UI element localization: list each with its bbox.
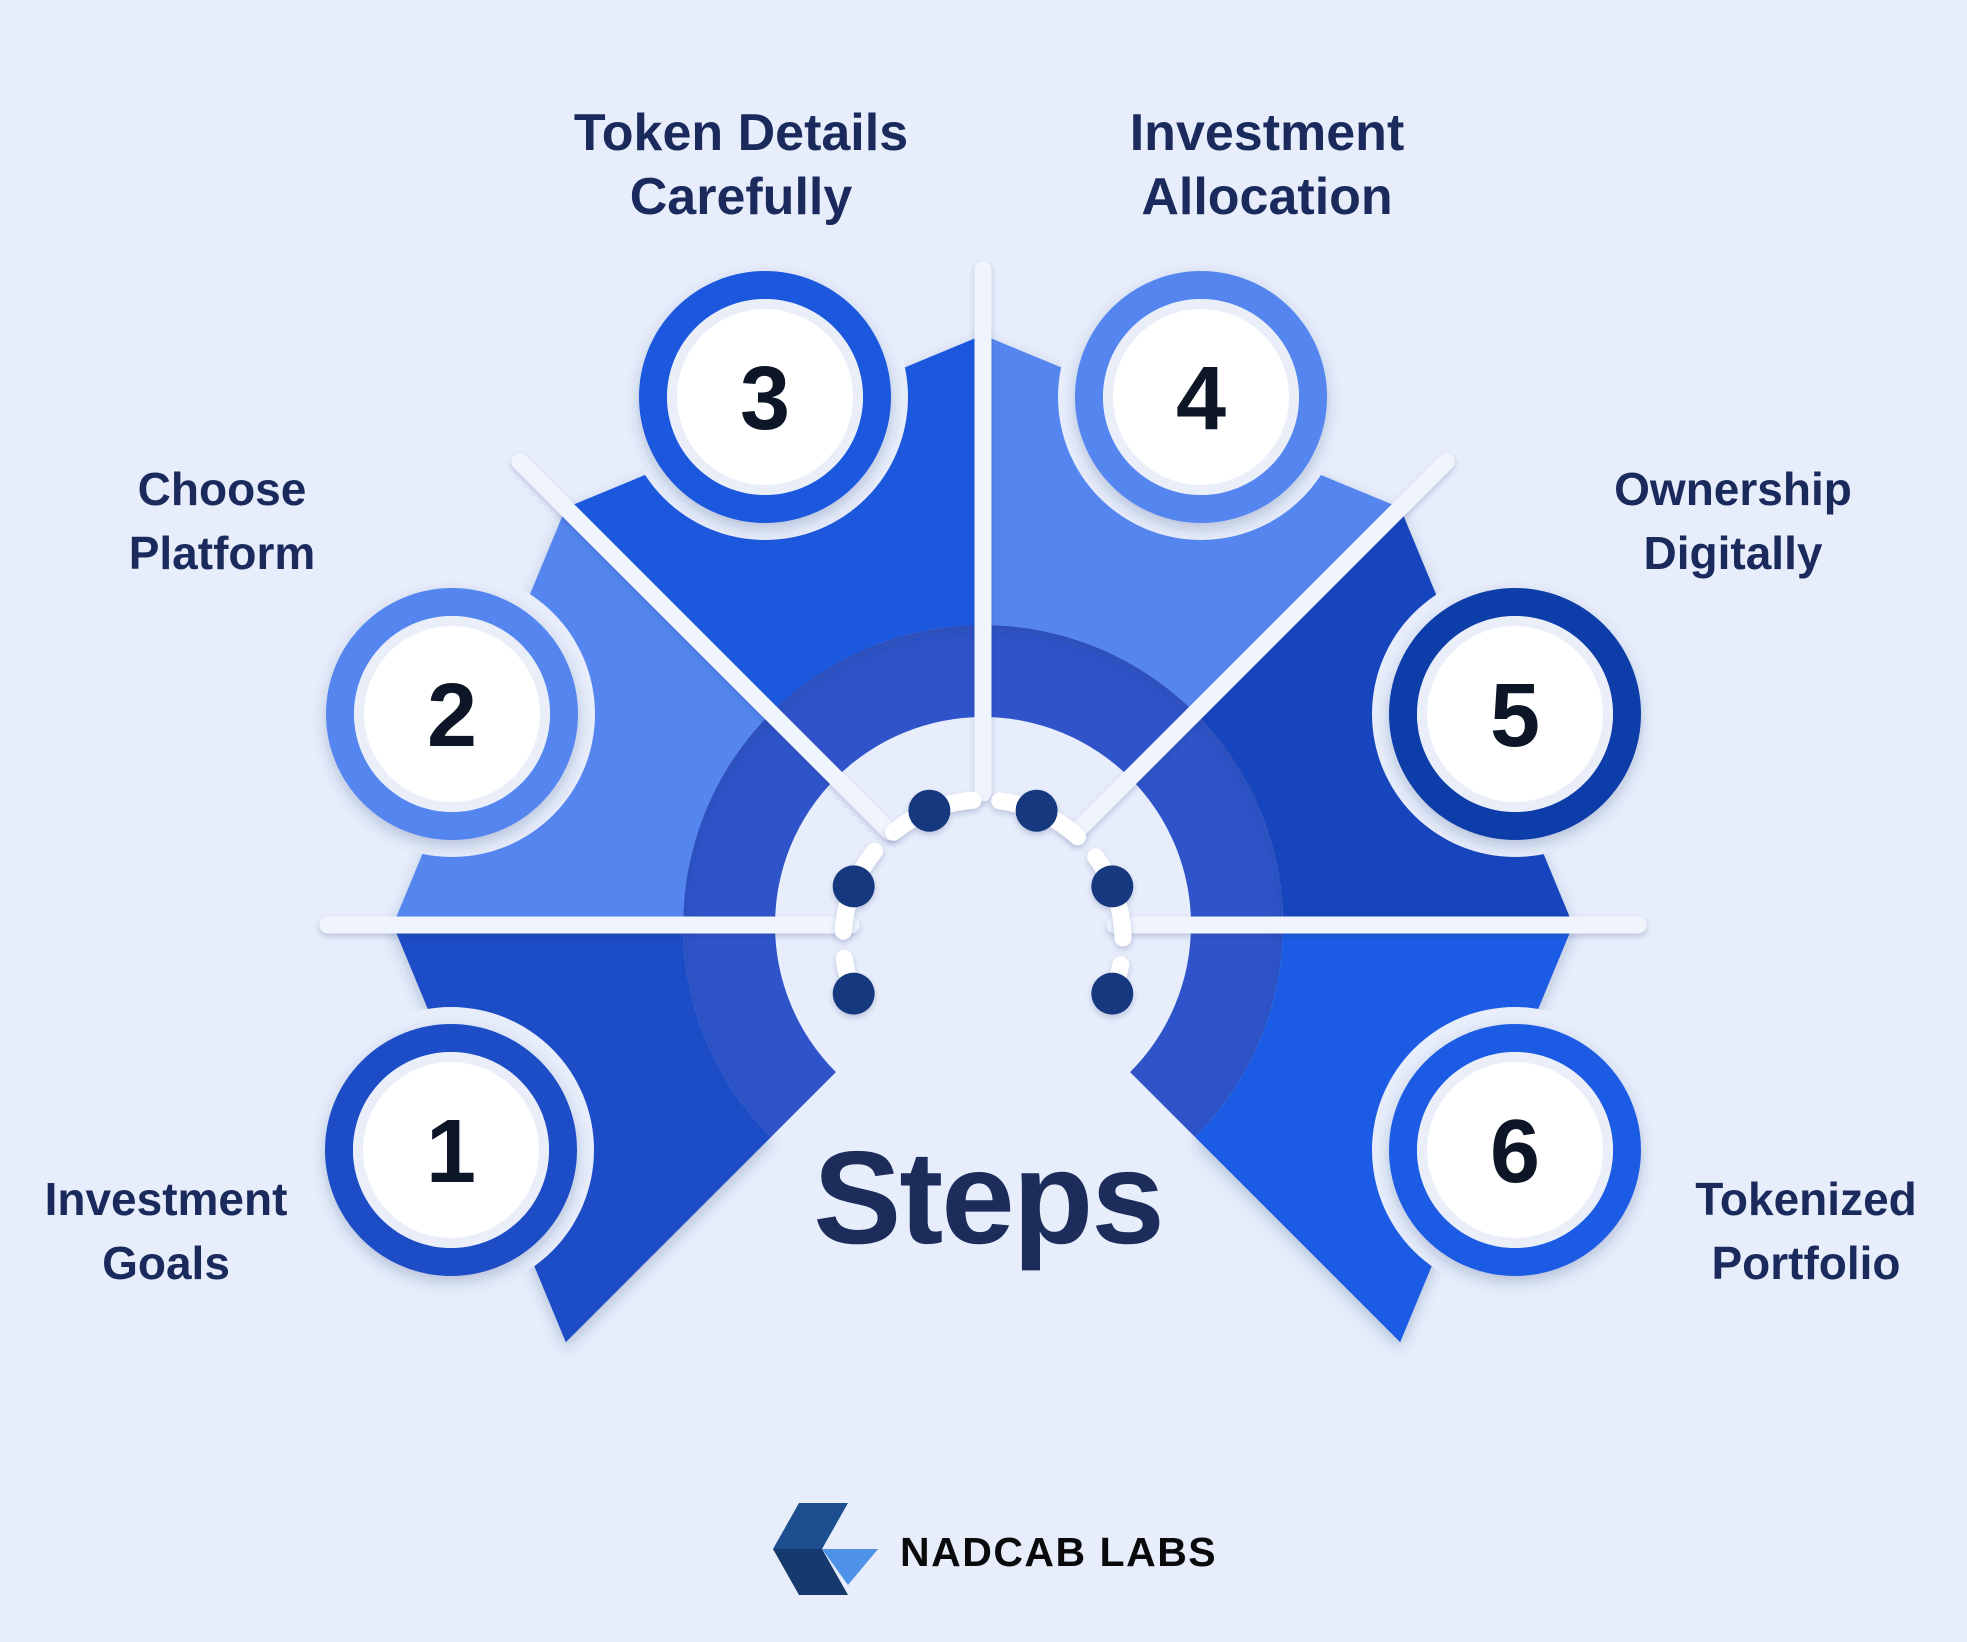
label-4-line-1: Investment (1130, 104, 1405, 162)
step-number-2: 2 (427, 666, 477, 766)
dot-4 (1015, 789, 1058, 832)
separator-group (319, 261, 1647, 934)
step-circle-2-face (364, 626, 540, 802)
label-5-line-1: Ownership (1614, 463, 1852, 515)
label-6-line-2: Portfolio (1711, 1237, 1900, 1289)
dot-5 (1091, 865, 1134, 908)
brand-text: NADCAB LABS (900, 1529, 1217, 1575)
center-dots-arc (832, 789, 1134, 1015)
dashed-arc (834, 791, 1132, 1003)
step-circle-5-face (1427, 626, 1603, 802)
dot-6 (1091, 972, 1134, 1015)
step-number-5: 5 (1490, 666, 1540, 766)
step-number-6: 6 (1490, 1102, 1540, 1202)
label-6-line-1: Tokenized (1695, 1173, 1917, 1225)
label-1-line-2: Goals (102, 1237, 230, 1289)
brand-logo: NADCAB LABS (773, 1503, 1217, 1595)
step-number-4: 4 (1176, 349, 1226, 449)
label-3-line-1: Token Details (574, 104, 908, 162)
label-2-line-2: Platform (129, 527, 316, 579)
label-2-line-1: Choose (138, 463, 307, 515)
separator-line-135 (511, 453, 899, 841)
label-group: Investment Goals Choose Platform Token D… (45, 104, 1917, 1289)
label-4-line-2: Allocation (1141, 168, 1392, 226)
separator-line-45 (1067, 453, 1455, 841)
logo-cube-accent-triangle (822, 1549, 878, 1585)
step-number-3: 3 (740, 349, 790, 449)
label-3-line-2: Carefully (630, 168, 853, 226)
step-circle-4-face (1113, 309, 1289, 485)
dot-2 (832, 865, 875, 908)
step-circle-group: 1 2 3 4 5 (325, 271, 1641, 1276)
center-title: Steps (813, 1124, 1162, 1271)
logo-cube-top-face (773, 1503, 848, 1549)
dot-3 (908, 789, 951, 832)
step-circle-1: 1 (325, 1024, 577, 1276)
step-circle-6: 6 (1389, 1024, 1641, 1276)
label-5-line-2: Digitally (1644, 527, 1823, 579)
logo-cube-bottom-face (773, 1549, 848, 1595)
step-circle-5: 5 (1389, 588, 1641, 840)
step-circle-4: 4 (1075, 271, 1327, 523)
step-circle-3-face (677, 309, 853, 485)
dot-1 (832, 972, 875, 1015)
step-number-1: 1 (426, 1102, 476, 1202)
label-1-line-1: Investment (45, 1173, 288, 1225)
center-ring (683, 624, 1283, 1138)
step-circle-1-face (363, 1062, 539, 1238)
step-circle-3: 3 (639, 271, 891, 523)
step-circle-6-face (1427, 1062, 1603, 1238)
step-circle-2: 2 (326, 588, 578, 840)
